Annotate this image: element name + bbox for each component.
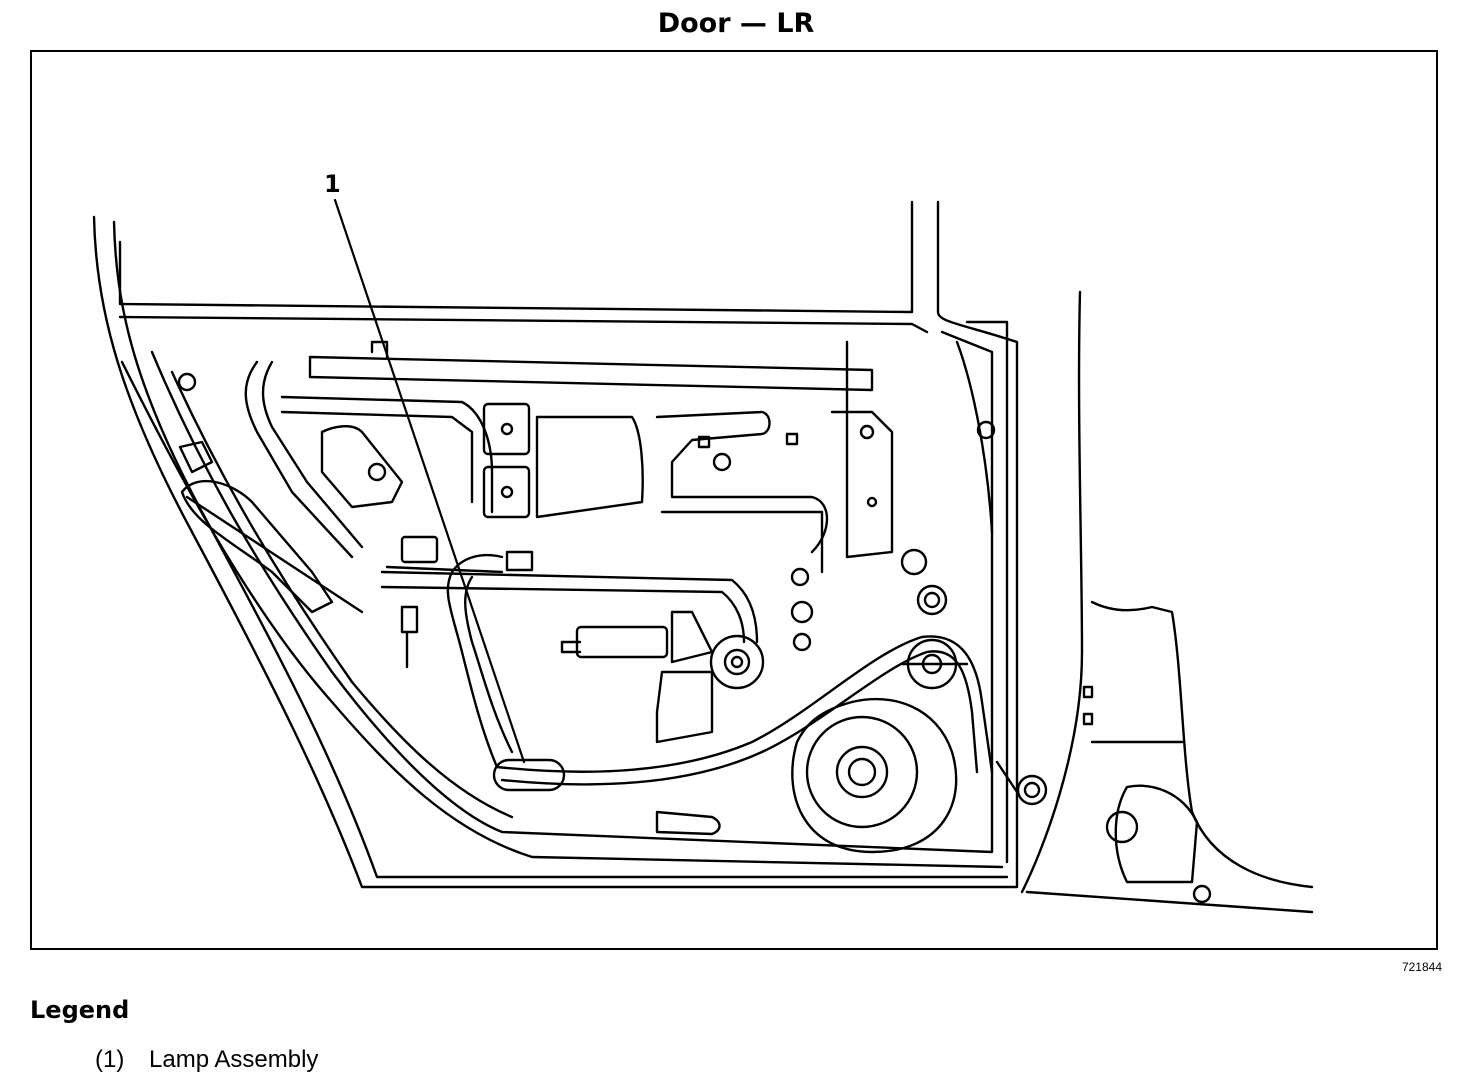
door-line-drawing: 1 [92, 170, 1314, 914]
legend-item-label: Lamp Assembly [149, 1046, 319, 1073]
legend-item-number: (1) [95, 1046, 125, 1073]
lamp-assembly [492, 758, 566, 792]
figure-id: 721844 [1401, 960, 1442, 974]
window-regulator [380, 567, 814, 744]
legend-list: (1) Lamp Assembly [95, 1046, 318, 1074]
handle-and-latch [178, 440, 364, 614]
window-channel [177, 340, 874, 559]
module-brackets [482, 340, 996, 616]
speaker [655, 697, 958, 854]
legend-item: (1) Lamp Assembly [95, 1046, 318, 1074]
b-pillar-and-body [955, 290, 1314, 914]
diagram-frame: 1 [30, 50, 1438, 950]
diagram-title: Door — LR [657, 8, 815, 39]
wiring-harness [385, 535, 1048, 806]
door-outline [92, 200, 1019, 889]
callout-number: 1 [324, 170, 341, 198]
legend-heading: Legend [30, 996, 130, 1024]
callout-1: 1 [324, 170, 526, 764]
